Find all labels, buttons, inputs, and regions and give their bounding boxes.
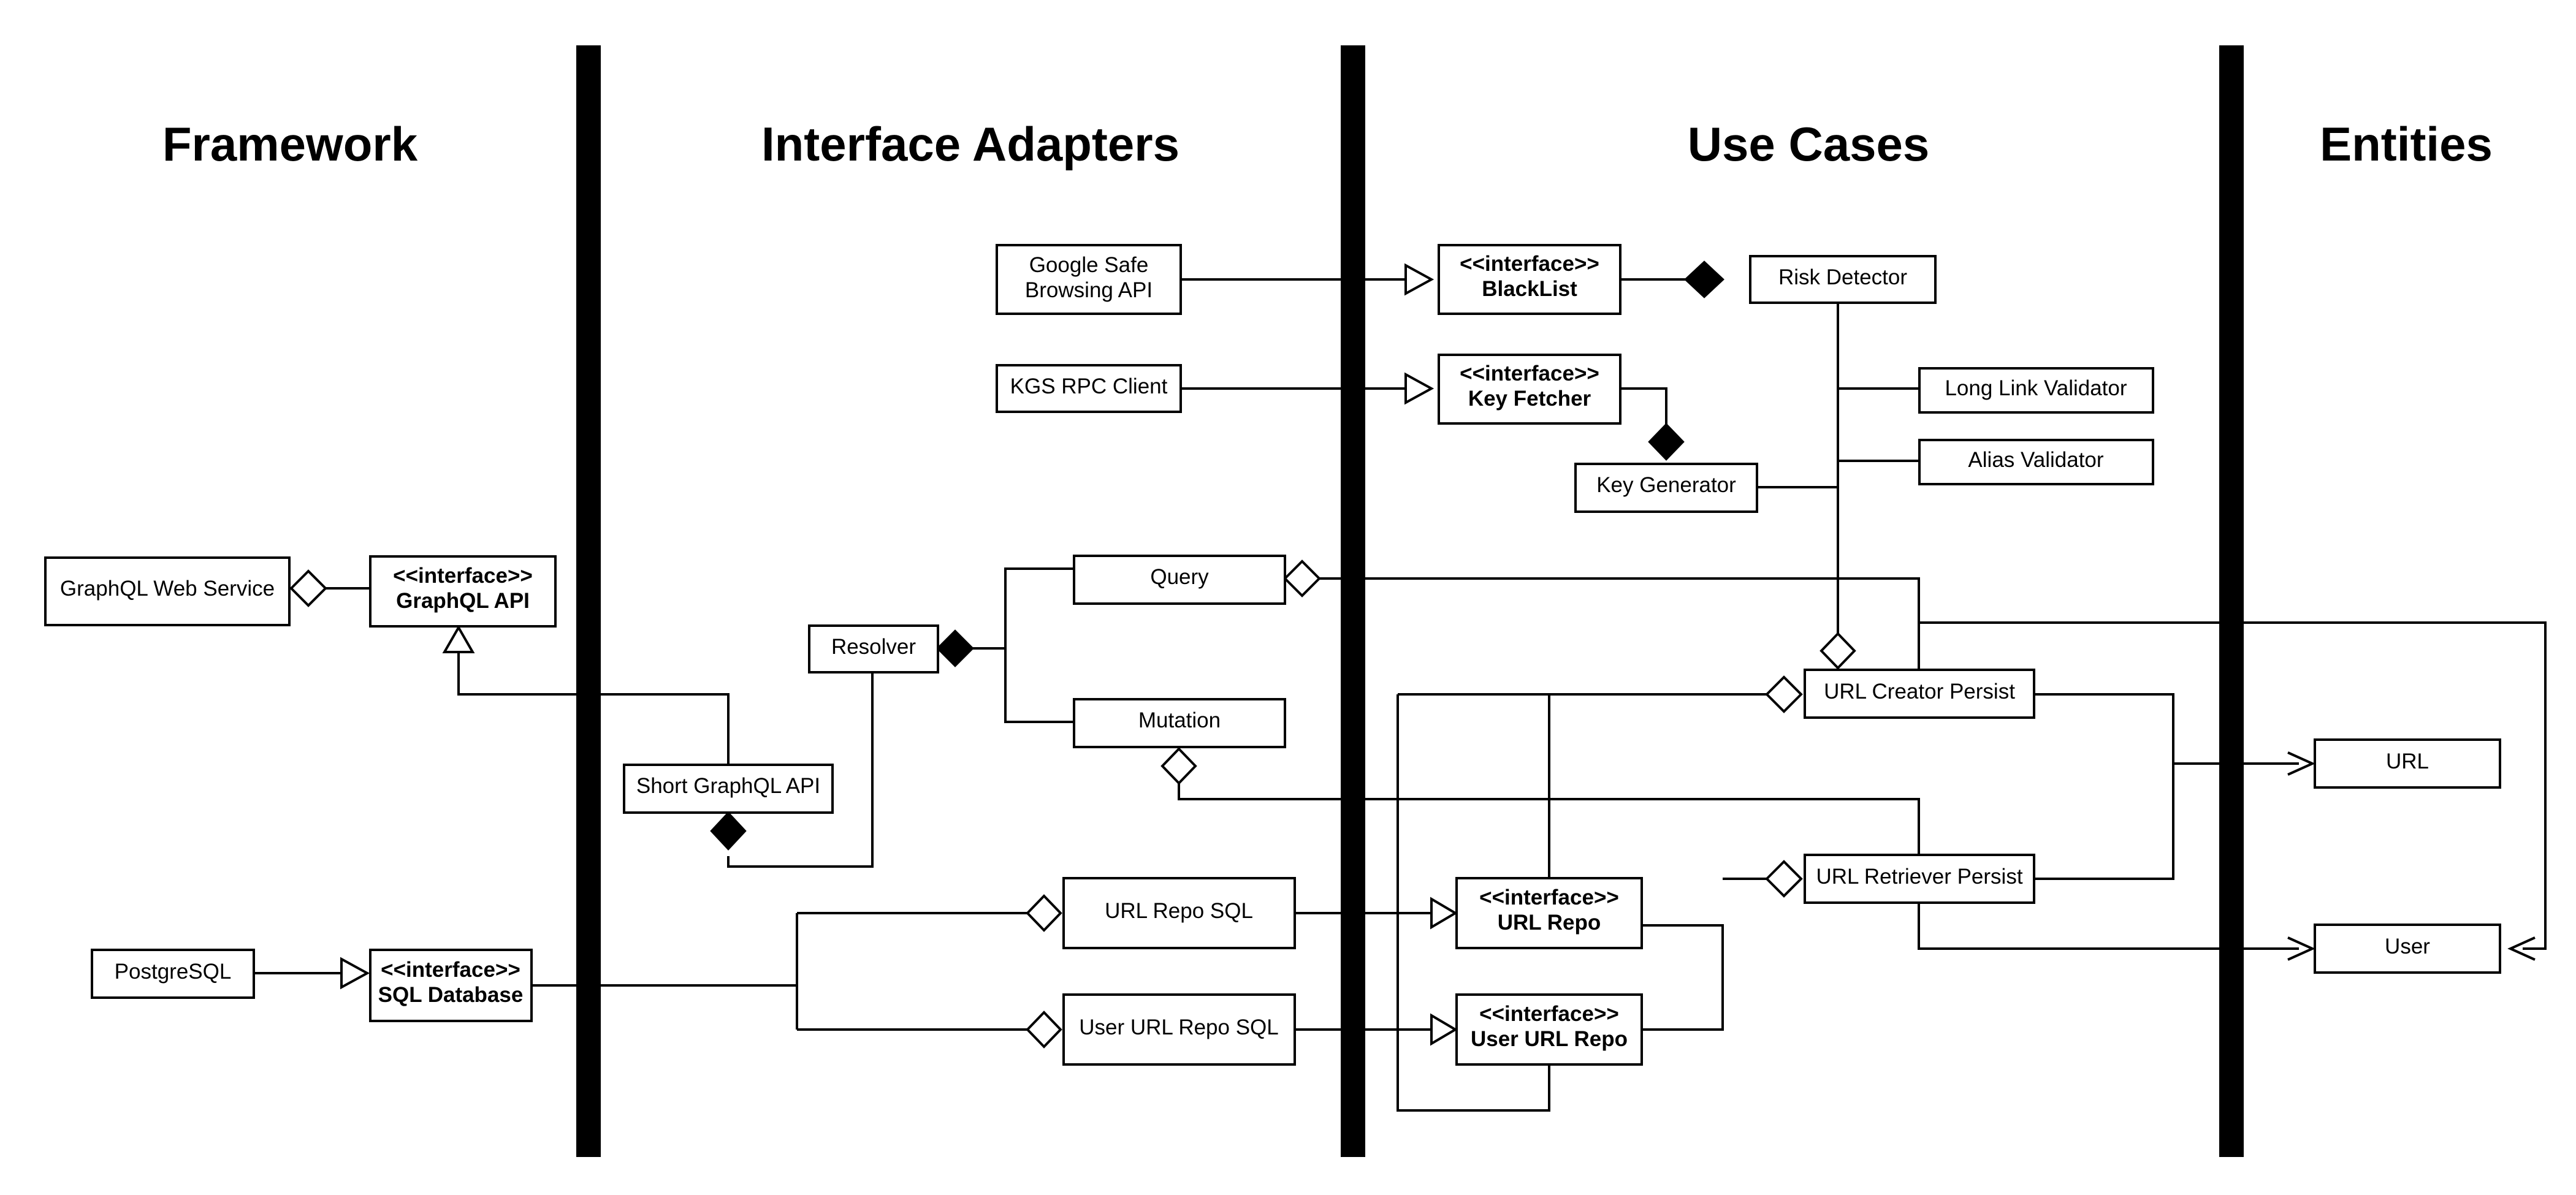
node-url-repo-sql: URL Repo SQL	[1062, 877, 1296, 949]
node-url-retriever-persist: URL Retriever Persist	[1804, 854, 2035, 904]
layer-title-framework: Framework	[162, 117, 418, 171]
realization-arrow	[442, 624, 475, 653]
aggregation-diamond	[1820, 632, 1856, 670]
connector-lines	[254, 278, 2547, 1112]
layer-title-entities: Entities	[2320, 117, 2493, 171]
node-long-link-validator: Long Link Validator	[1918, 367, 2154, 414]
svg-text:URL Retriever Persist: URL Retriever Persist	[1816, 865, 2022, 889]
node-user-url-repo-sql: User URL Repo SQL	[1062, 993, 1296, 1066]
aggregation-diamond	[1765, 675, 1803, 713]
node-google-safe-browsing-api: Google Safe Browsing API	[996, 244, 1182, 315]
svg-text:Short GraphQL API: Short GraphQL API	[636, 774, 820, 798]
svg-text:Query: Query	[1150, 565, 1209, 589]
svg-text:User URL Repo SQL: User URL Repo SQL	[1079, 1015, 1279, 1039]
aggregation-diamond	[1283, 560, 1321, 598]
aggregation-diamond	[289, 569, 327, 607]
aggregation-diamond	[1765, 860, 1803, 898]
node-query: Query	[1073, 555, 1286, 605]
svg-text:User: User	[2385, 935, 2430, 958]
composition-diamond	[936, 629, 974, 667]
node-mutation: Mutation	[1073, 698, 1286, 748]
svg-text:GraphQL Web Service: GraphQL Web Service	[60, 577, 275, 601]
svg-text:URL Creator Persist: URL Creator Persist	[1824, 680, 2015, 704]
node-url-entity: URL	[2314, 738, 2501, 789]
node-alias-validator: Alias Validator	[1918, 439, 2154, 485]
association-arrow	[2287, 936, 2315, 961]
node-key-generator: Key Generator	[1574, 463, 1758, 513]
svg-text:Mutation: Mutation	[1138, 708, 1221, 732]
node-postgresql: PostgreSQL	[91, 949, 255, 999]
node-sql-database-interface: <<interface>> SQL Database	[369, 949, 533, 1022]
realization-arrow	[1404, 372, 1435, 405]
svg-text:PostgreSQL: PostgreSQL	[115, 960, 232, 984]
aggregation-diamond	[1160, 747, 1197, 785]
composition-diamond	[1684, 260, 1724, 298]
svg-text:Resolver: Resolver	[831, 635, 916, 659]
svg-text:<<interface>>: <<interface>>	[393, 564, 533, 588]
layer-title-interface-adapters: Interface Adapters	[761, 117, 1179, 171]
node-user-entity: User	[2314, 924, 2501, 974]
realization-arrow	[340, 957, 370, 990]
svg-text:Google Safe: Google Safe	[1029, 253, 1149, 277]
node-graphql-api-interface: <<interface>> GraphQL API	[369, 555, 557, 628]
layer-divider-3	[2219, 45, 2244, 1157]
realization-arrow	[1430, 897, 1458, 930]
aggregation-diamond	[1026, 1011, 1062, 1049]
svg-text:KGS RPC Client: KGS RPC Client	[1010, 374, 1168, 398]
svg-text:URL Repo: URL Repo	[1498, 911, 1601, 935]
svg-text:Key Generator: Key Generator	[1596, 473, 1736, 497]
node-kgs-rpc-client: KGS RPC Client	[996, 364, 1182, 413]
svg-text:Browsing API: Browsing API	[1025, 278, 1153, 302]
association-arrow	[2507, 936, 2536, 961]
node-resolver: Resolver	[808, 624, 939, 673]
svg-text:GraphQL API: GraphQL API	[396, 589, 530, 613]
svg-text:URL Repo SQL: URL Repo SQL	[1105, 899, 1253, 923]
svg-text:<<interface>>: <<interface>>	[1460, 362, 1599, 385]
node-short-graphql-api: Short GraphQL API	[623, 764, 834, 814]
node-user-url-repo-interface: <<interface>> User URL Repo	[1455, 993, 1643, 1066]
composition-diamond	[1648, 423, 1685, 461]
relationship-markers	[289, 260, 2536, 1049]
svg-text:<<interface>>: <<interface>>	[1460, 252, 1599, 276]
svg-text:BlackList: BlackList	[1482, 277, 1577, 301]
realization-arrow	[1404, 263, 1435, 296]
svg-text:<<interface>>: <<interface>>	[381, 958, 520, 982]
composition-diamond	[710, 811, 747, 851]
svg-text:User URL Repo: User URL Repo	[1471, 1027, 1628, 1051]
svg-text:Key Fetcher: Key Fetcher	[1468, 387, 1591, 411]
node-blacklist-interface: <<interface>> BlackList	[1438, 244, 1621, 315]
node-graphql-web-service: GraphQL Web Service	[44, 556, 291, 626]
svg-text:<<interface>>: <<interface>>	[1479, 886, 1619, 909]
layer-divider-1	[576, 45, 601, 1157]
layer-divider-2	[1341, 45, 1365, 1157]
realization-arrow	[1430, 1013, 1458, 1046]
node-url-repo-interface: <<interface>> URL Repo	[1455, 877, 1643, 949]
svg-text:Risk Detector: Risk Detector	[1778, 265, 1907, 289]
node-key-fetcher-interface: <<interface>> Key Fetcher	[1438, 354, 1621, 425]
svg-text:URL: URL	[2386, 749, 2429, 773]
layer-title-use-cases: Use Cases	[1688, 117, 1930, 171]
node-url-creator-persist: URL Creator Persist	[1804, 669, 2035, 719]
svg-text:Alias Validator: Alias Validator	[1968, 448, 2103, 472]
svg-text:<<interface>>: <<interface>>	[1479, 1002, 1619, 1026]
aggregation-diamond	[1026, 894, 1062, 932]
node-risk-detector: Risk Detector	[1749, 255, 1937, 304]
association-arrow	[2287, 751, 2315, 776]
svg-text:SQL Database: SQL Database	[378, 983, 524, 1007]
svg-text:Long Link Validator: Long Link Validator	[1945, 376, 2127, 400]
